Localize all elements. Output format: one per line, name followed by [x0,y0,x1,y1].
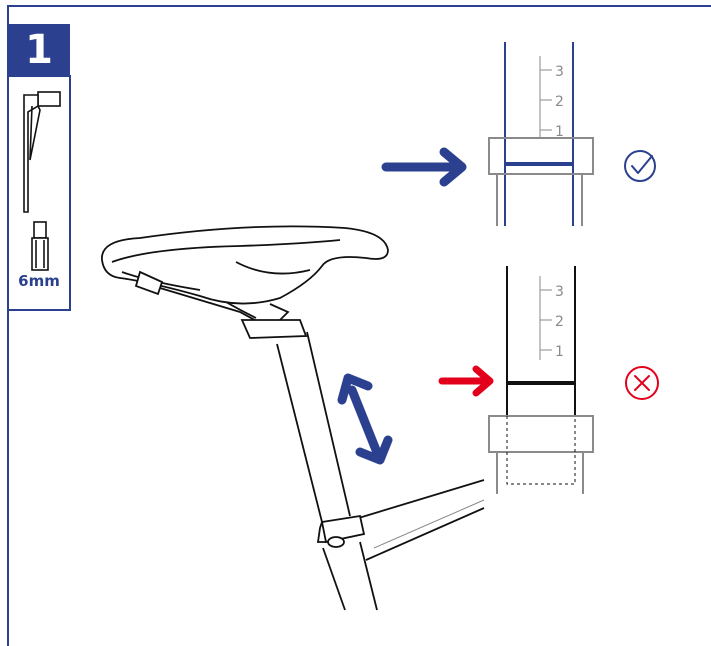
allen-key-icon [23,91,61,213]
tool-size-label: 6mm [18,272,60,290]
x-circle-icon [625,366,659,400]
double-arrow-icon [337,373,393,465]
top-gauge-tick-1: 1 [555,124,564,140]
bottom-gauge-tick-2: 2 [555,314,564,330]
blue-arrow-icon [381,147,467,187]
gauge-wrong [488,266,594,494]
top-gauge-tick-2: 2 [555,94,564,110]
bottom-gauge-tick-1: 1 [555,344,564,360]
top-gauge-tick-3: 3 [555,64,564,80]
bottom-gauge-tick-3: 3 [555,284,564,300]
gauge-correct [488,42,594,226]
hex-bit-icon [31,221,49,271]
frame-border [7,5,711,646]
check-circle-icon [624,150,656,182]
red-arrow-icon [438,365,494,397]
step-number: 1 [8,24,70,76]
bike-seatpost-illustration [101,225,485,611]
